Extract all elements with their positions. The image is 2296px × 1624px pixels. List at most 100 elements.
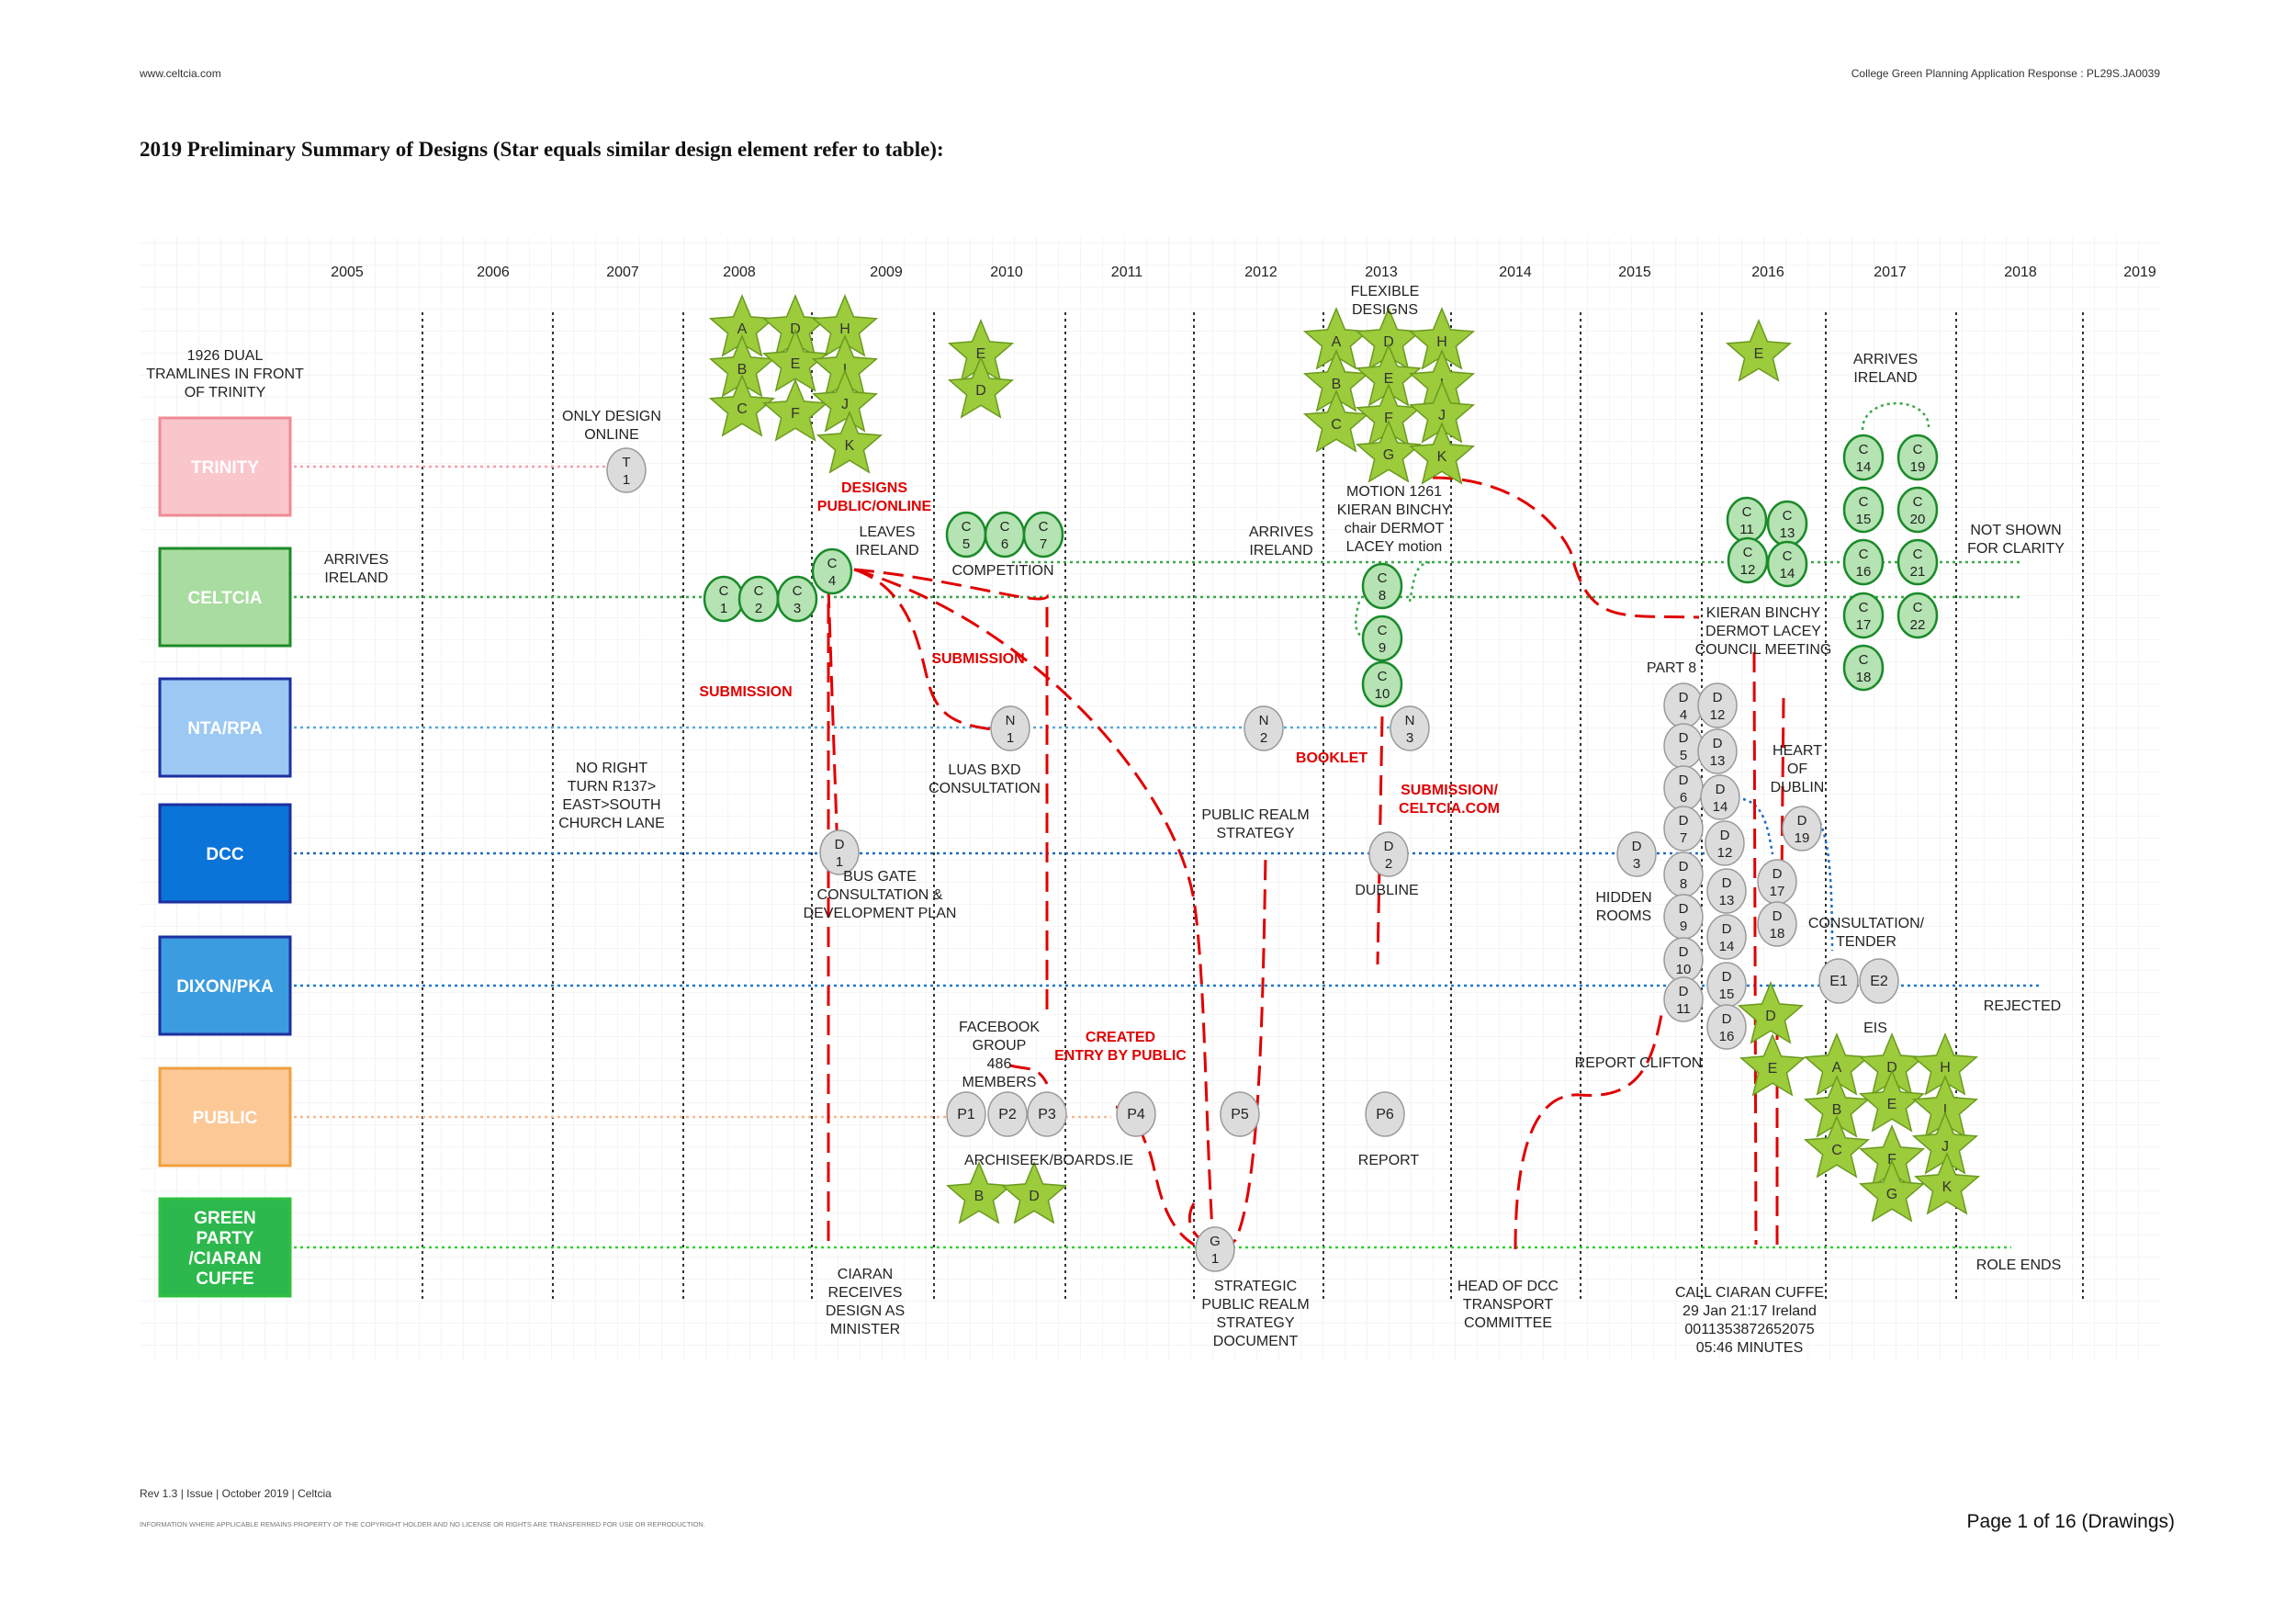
red-path-8 [1514, 1009, 1664, 1250]
lane-label-dixon: DIXON/PKA [176, 977, 274, 997]
lane-box-public [158, 1066, 292, 1167]
star-letter: I [1943, 1102, 1947, 1118]
footer-page-number: Page 1 of 16 (Drawings) [1966, 1511, 2175, 1532]
lane-box-celtcia [158, 547, 292, 648]
connector-3 [1861, 401, 1930, 431]
lane-box-dixon [158, 935, 292, 1036]
connector-2 [1408, 560, 1434, 603]
star-letter: E [791, 356, 801, 372]
annotation-submission-1: SUBMISSION [699, 684, 792, 700]
design-star-C: C [1803, 1115, 1871, 1179]
header-document-ref: College Green Planning Application Respo… [1851, 67, 2160, 80]
lane-label-celtcia: CELTCIA [188, 589, 263, 608]
design-star-E: E [1739, 1033, 1806, 1097]
lane-box-trinity [158, 416, 292, 517]
star-letter: E [1384, 371, 1394, 387]
lane-label-public: PUBLIC [193, 1109, 258, 1128]
lane-label-nta: NTA/RPA [187, 719, 263, 739]
star-letter: E [1754, 346, 1764, 362]
design-star-D: D [1000, 1161, 1068, 1224]
star-letter: C [1831, 1143, 1842, 1158]
lane-box-green [158, 1197, 292, 1298]
year-label: 2007 [606, 265, 639, 280]
node-P2: P2 [987, 1091, 1028, 1137]
node-label: E2 [1870, 974, 1888, 989]
star-letter: H [1436, 334, 1447, 350]
star-letter: D [1765, 1009, 1776, 1024]
node-P3: P3 [1027, 1091, 1067, 1137]
annotation-dubline: DUBLINE [1355, 883, 1418, 898]
star-letter: G [1886, 1187, 1897, 1202]
year-label: 2016 [1751, 265, 1784, 280]
year-label: 2010 [990, 265, 1023, 280]
star-letter: C [737, 401, 748, 417]
footer-legal: INFORMATION WHERE APPLICABLE REMAINS PRO… [140, 1520, 705, 1528]
star-letter: E [1887, 1097, 1897, 1112]
design-star-C: C [1302, 389, 1370, 453]
node-label: P3 [1038, 1107, 1056, 1122]
design-star-E: E [1858, 1069, 1926, 1133]
design-star-G: G [1858, 1159, 1926, 1223]
header-website[interactable]: www.celtcia.com [140, 67, 221, 80]
year-label: 2014 [1499, 265, 1532, 280]
annotation-submission-celtcia: SUBMISSION/CELTCIA.COM [1399, 783, 1500, 817]
node-label: P6 [1376, 1107, 1394, 1122]
lane-boxes: TRINITYCELTCIANTA/RPADCCDIXON/PKAPUBLICG… [158, 416, 292, 1298]
annotation-part-8: PART 8 [1647, 660, 1696, 676]
node-P6: P6 [1365, 1091, 1405, 1137]
star-letter: J [1941, 1139, 1949, 1155]
star-letter: F [1384, 411, 1393, 426]
red-path-7 [1432, 476, 1700, 619]
design-star-F: F [761, 378, 829, 442]
year-label: 2019 [2123, 265, 2156, 280]
